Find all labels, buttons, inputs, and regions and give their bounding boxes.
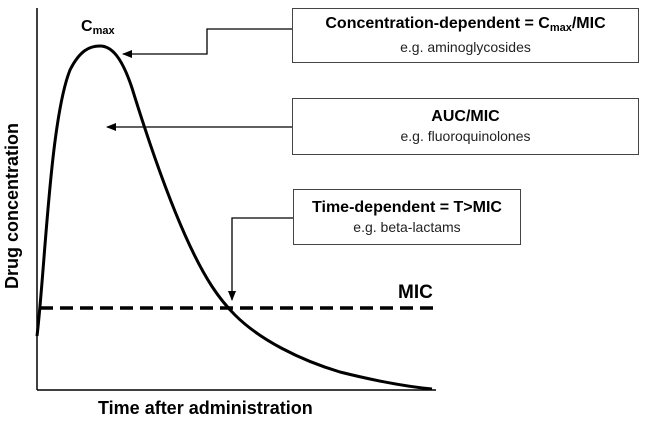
- mic-label: MIC: [398, 282, 433, 303]
- time-dependent-box: Time-dependent = T>MIC e.g. beta-lactams: [293, 189, 521, 245]
- cmax-connector-arrow: [122, 28, 292, 58]
- auc-mic-example: e.g. fluoroquinolones: [400, 128, 531, 144]
- concentration-dependent-box: Concentration-dependent = Cmax/MIC e.g. …: [292, 8, 639, 63]
- tmic-connector-arrow: [228, 217, 293, 301]
- concentration-dependent-example: e.g. aminoglycosides: [400, 39, 531, 55]
- concentration-curve: [35, 44, 433, 391]
- time-dependent-title: Time-dependent = T>MIC: [312, 198, 502, 216]
- time-dependent-example: e.g. beta-lactams: [353, 218, 461, 235]
- cmax-label-sub: max: [92, 25, 115, 37]
- cmax-label-main: C: [81, 18, 93, 35]
- auc-mic-title: AUC/MIC: [431, 108, 500, 125]
- cmax-label: Cmax: [81, 18, 115, 37]
- concentration-dependent-title-sub: max: [549, 22, 572, 34]
- concentration-dependent-title-suffix: /MIC: [571, 15, 606, 32]
- auc-mic-box: AUC/MIC e.g. fluoroquinolones: [292, 98, 639, 155]
- concentration-dependent-title: Concentration-dependent = Cmax/MIC: [325, 14, 605, 38]
- x-axis-title: Time after administration: [98, 398, 313, 418]
- y-axis-title: Drug concentration: [2, 122, 22, 289]
- concentration-dependent-title-text: Concentration-dependent = C: [325, 15, 550, 32]
